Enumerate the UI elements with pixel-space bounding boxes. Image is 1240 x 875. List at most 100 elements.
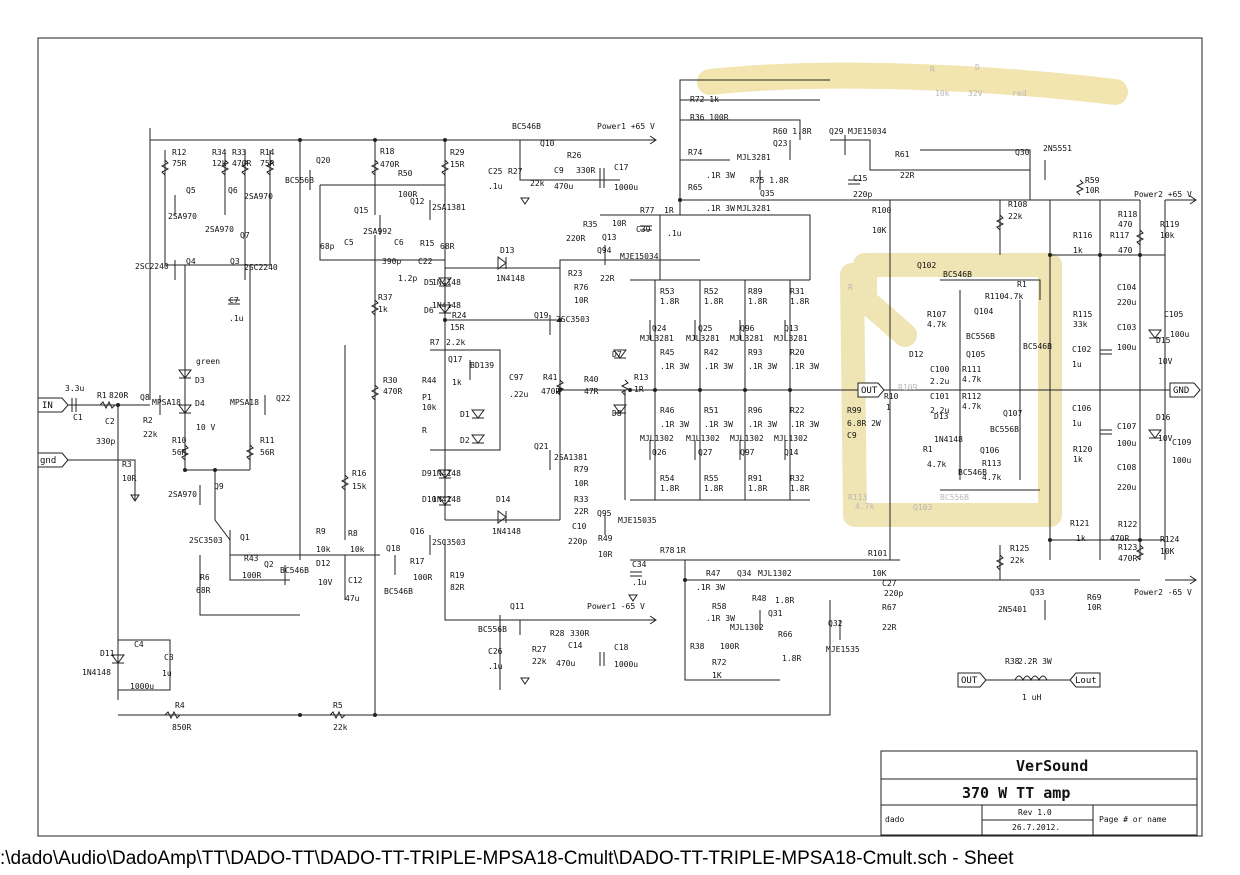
- component-label: R59: [1085, 176, 1100, 185]
- component-label: 2SA1381: [554, 453, 588, 462]
- component-label: C102: [1072, 345, 1091, 354]
- component-label: C17: [614, 163, 629, 172]
- component-label: D12: [909, 350, 924, 359]
- component-label: .22u: [509, 390, 528, 399]
- component-label: 22R: [882, 623, 897, 632]
- component-label: R49: [598, 534, 613, 543]
- component-label: R65: [688, 183, 703, 192]
- component-label: R7: [430, 338, 440, 347]
- component-label: .1u: [488, 662, 503, 671]
- component-label: BC546B: [280, 566, 309, 575]
- component-label: R77: [640, 206, 655, 215]
- component-label: 4.7k: [962, 402, 981, 411]
- port-in-label: IN: [42, 401, 53, 411]
- component-label: R112: [962, 392, 981, 401]
- component-label: R19: [450, 571, 465, 580]
- component-label: 68R: [196, 586, 211, 595]
- component-label: Q105: [966, 350, 985, 359]
- component-label: MJL3281: [686, 334, 720, 343]
- component-label: R67: [882, 603, 897, 612]
- component-label: R107: [927, 310, 946, 319]
- component-label: Q2: [264, 560, 274, 569]
- component-label: 22k: [333, 723, 348, 732]
- component-label: Q14: [784, 448, 799, 457]
- component-label: 1N4148: [934, 435, 963, 444]
- component-label: R37: [378, 293, 393, 302]
- component-label: 2SA970: [244, 192, 273, 201]
- component-label: 470u: [556, 659, 575, 668]
- component-label: 1k: [378, 305, 388, 314]
- component-label: C9: [847, 431, 857, 440]
- component-label: Q31: [768, 609, 783, 618]
- component-label: Q29: [829, 127, 844, 136]
- component-label: green: [196, 357, 220, 366]
- component-label: 10k: [350, 545, 365, 554]
- component-label: R14: [260, 148, 275, 157]
- component-label: .1R 3W: [706, 614, 735, 623]
- component-label: BC556B: [940, 493, 969, 502]
- component-label: 10R: [574, 479, 589, 488]
- component-label: R54: [660, 474, 675, 483]
- component-label: 2SC3503: [556, 315, 590, 324]
- component-label: D12: [316, 559, 331, 568]
- component-label: 220u: [1117, 298, 1136, 307]
- ground-symbols: [130, 197, 638, 685]
- component-label: 10R: [598, 550, 613, 559]
- port-out-label: OUT: [861, 386, 878, 396]
- component-label: 1u: [1072, 360, 1082, 369]
- component-label: 1k: [1073, 246, 1083, 255]
- junction-dots: [116, 138, 1142, 717]
- component-label: 1k: [1073, 455, 1083, 464]
- rail-power1-pos: Power1 +65 V: [597, 122, 655, 131]
- component-label: 470R: [1110, 534, 1129, 543]
- component-label: MJL1302: [758, 569, 792, 578]
- component-label: 100R: [398, 190, 417, 199]
- component-label: C3: [164, 653, 174, 662]
- component-label: 1000u: [614, 660, 638, 669]
- component-label: 2SC2240: [135, 262, 169, 271]
- title-author: dado: [885, 815, 904, 824]
- component-label: .1u: [488, 182, 503, 191]
- component-label: R120: [1073, 445, 1092, 454]
- component-label: BC556B: [966, 332, 995, 341]
- component-label: 1.8R: [782, 654, 801, 663]
- component-label: MJL1302: [730, 434, 764, 443]
- component-label: Q35: [760, 189, 775, 198]
- component-label: C22: [418, 257, 433, 266]
- component-label: 1N4148: [432, 495, 461, 504]
- component-label: 850R: [172, 723, 191, 732]
- component-label: Q25: [698, 324, 713, 333]
- highlighter-marks: [697, 62, 1128, 527]
- port-lout: Lout: [1069, 672, 1101, 688]
- component-label: C27: [882, 579, 897, 588]
- component-label: 10 V: [196, 423, 215, 432]
- component-label: Q1: [240, 533, 250, 542]
- component-label: R1: [923, 445, 933, 454]
- component-label: 470: [1118, 246, 1133, 255]
- component-label: R40: [584, 375, 599, 384]
- component-label: R124: [1160, 535, 1179, 544]
- component-label: R60 1.8R: [773, 127, 812, 136]
- component-label: D14: [496, 495, 511, 504]
- component-label: Q19: [534, 311, 549, 320]
- component-label: R12: [172, 148, 187, 157]
- component-label: R18: [380, 147, 395, 156]
- component-label: Q13: [784, 324, 799, 333]
- component-label: R: [848, 283, 853, 292]
- component-label: BC556B: [285, 176, 314, 185]
- component-label: 56R: [260, 448, 275, 457]
- component-label: R5: [333, 701, 343, 710]
- component-label: 2SC3503: [432, 538, 466, 547]
- component-label: 1R: [634, 385, 644, 394]
- schematic-sheet: IN gnd OUT GND OUT Lout Power1 +65 V Pow…: [37, 37, 1203, 837]
- component-label: BC546B: [512, 122, 541, 131]
- component-label: 10k: [1160, 231, 1175, 240]
- component-label: 220p: [884, 589, 903, 598]
- component-label: 220p: [853, 190, 872, 199]
- component-label: R121: [1070, 519, 1089, 528]
- component-label: R2: [143, 416, 153, 425]
- component-label: R8: [348, 529, 358, 538]
- component-label: R16: [352, 469, 367, 478]
- component-label: 2SA970: [205, 225, 234, 234]
